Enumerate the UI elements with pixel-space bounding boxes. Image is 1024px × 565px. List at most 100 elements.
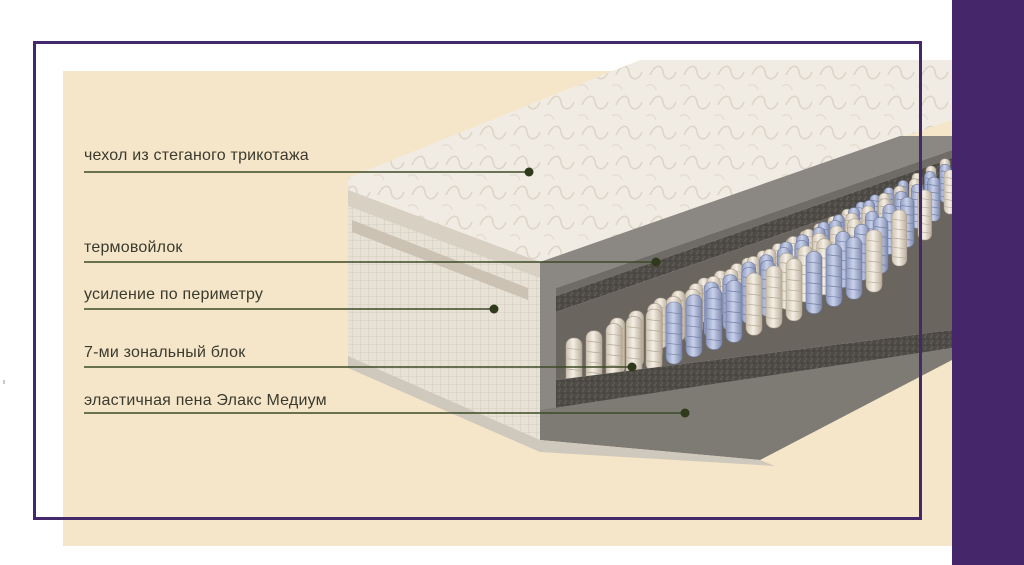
spring-coil-ring [686,315,702,318]
spring-coil-ring [746,293,762,296]
spring-coil-ring [826,295,842,298]
spring-coil-ring [646,339,662,343]
spring-coil-ring [626,347,642,350]
spring-coil-ring [746,324,762,327]
spring-coil-ring [706,338,722,342]
spring-coil-ring [892,256,906,259]
spring-coil-ring [944,184,952,187]
spring-coil-ring [626,357,642,360]
spring-coil [665,301,683,365]
spring-coil-ring [874,226,888,229]
spring-coil-ring [646,329,662,332]
spring-coil-ring [586,351,602,354]
spring-coil-ring [766,275,782,279]
spring-coil-ring [766,317,782,320]
spring-coil-ring [566,368,582,371]
edge-mark [3,380,5,384]
spring-coil-ring [566,358,582,361]
spring-coil-ring [892,228,906,231]
spring-coil-ring [726,321,742,324]
spring-coil-ring [586,361,602,364]
spring-coil-ring [666,332,682,335]
spring-coil-ring [666,342,682,346]
spring-coil [865,229,883,293]
spring-coil-ring [606,343,622,347]
spring-coil-ring [866,270,882,274]
spring-coil-ring [626,326,642,329]
spring-coil-ring [726,331,742,334]
spring-coil-ring [766,306,782,310]
spring-coil-ring [746,314,762,317]
spring-coil-ring [866,260,882,263]
spring-coil-ring [686,335,702,338]
spring-coil-ring [806,302,822,306]
spring-coil [805,251,823,314]
spring-coil [745,272,763,336]
spring-block [565,158,952,401]
spring-coil-ring [786,299,802,302]
spring-coil-ring [806,261,822,264]
spring-coil-ring [726,311,742,314]
spring-coil-ring [870,199,880,202]
spring-coil [825,244,843,307]
spring-coil-ring [846,247,862,250]
spring-coil-ring [892,246,906,250]
spring-coil [891,209,908,267]
callout-dot-foam [680,408,690,418]
content-frame [33,41,922,520]
spring-coil-ring [646,319,662,322]
spring-coil-ring [686,346,702,349]
spring-coil-ring [786,289,802,292]
spring-coil-ring [706,307,722,311]
spring-coil-ring [666,322,682,325]
spring-coil [845,236,863,300]
spring-coil-ring [706,297,722,300]
spring-coil-ring [826,285,842,288]
spring-coil-ring [786,268,802,271]
spring-coil-ring [901,205,914,208]
spring-coil-ring [866,281,882,284]
foam-border [540,136,952,440]
spring-coil-ring [806,271,822,275]
spring-coil-ring [586,340,602,343]
spring-coil-ring [606,333,622,336]
spring-coil-ring [626,336,642,339]
spring-coil-ring [786,279,802,282]
callout-dot-perimeter [489,304,499,314]
spring-coil-ring [686,325,702,328]
purple-side-bar [952,0,1024,565]
spring-coil [725,280,743,343]
spring-coil-ring [846,278,862,281]
spring-coil-ring [646,360,662,363]
spring-coil-ring [666,353,682,356]
spring-coil-ring [826,254,842,257]
bottom-foam-layer [556,330,952,410]
spring-coil-ring [686,304,702,307]
spring-coil-ring [766,296,782,299]
spring-coil-ring [944,198,952,202]
spring-coil-ring [866,239,882,243]
spring-coil [765,265,783,329]
spring-coil-ring [928,184,940,187]
spring-coil-ring [944,206,952,209]
spring-coil-ring [786,310,802,313]
spring-coil-ring [806,292,822,295]
spring-coil-ring [846,267,862,271]
spring-coil-ring [646,350,662,353]
spring-coil-ring [706,328,722,331]
spring-coil [705,287,723,350]
spring-coil-ring [944,191,952,194]
spring-coil [785,258,803,322]
spring-coil-ring [726,290,742,293]
spring-coil-ring [746,303,762,307]
spring-coil-ring [846,257,862,260]
callout-dot-cover [524,167,534,177]
spring-coil-ring [746,283,762,286]
spring-coil-ring [892,237,906,240]
spring-coil-ring [706,318,722,321]
spring-coil-ring [944,176,952,180]
spring-coil-ring [892,218,906,222]
spring-coil-ring [566,347,582,351]
